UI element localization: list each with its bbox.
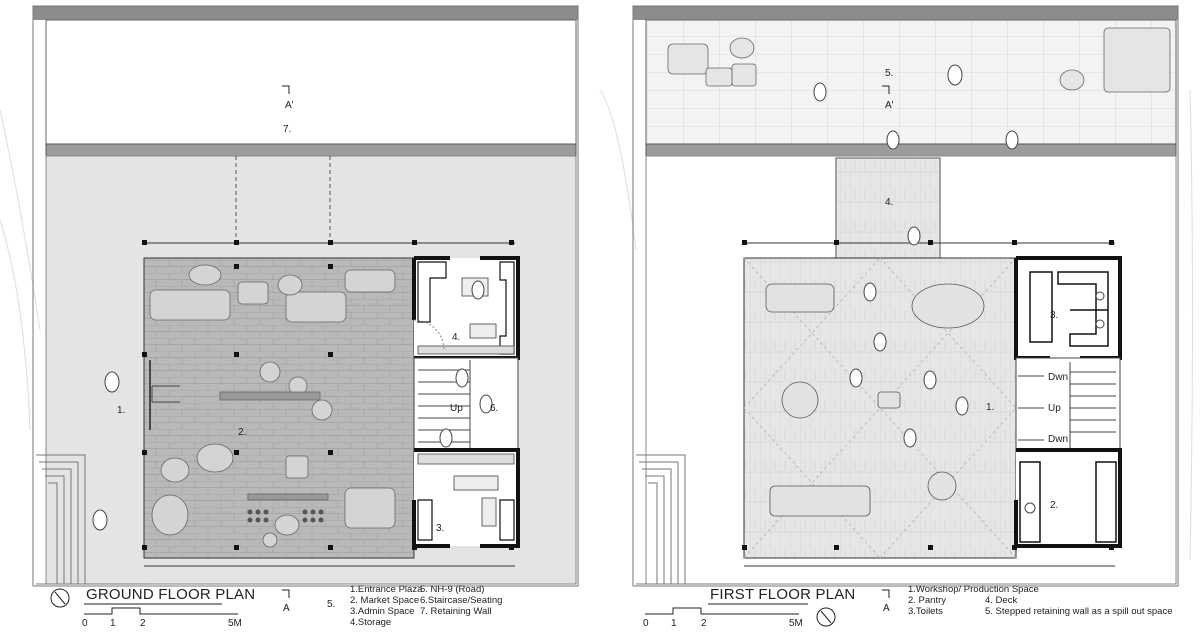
svg-text:0: 0 <box>643 618 649 629</box>
admin-room <box>412 448 520 548</box>
svg-text:4.Storage: 4.Storage <box>350 617 391 628</box>
ff-scale-bar: 0 1 2 5M <box>643 607 803 629</box>
ff-label-pantry: 2. <box>1050 500 1058 511</box>
gf-stair-up: Up <box>450 403 463 414</box>
people-figures-ff <box>813 64 1019 448</box>
gf-label-market-space: 2. <box>238 427 246 438</box>
svg-text:3.Toilets: 3.Toilets <box>908 606 943 617</box>
ff-label-deck: 4. <box>885 197 893 208</box>
ff-legend: 1.Workshop/ Production Space 2. Pantry 3… <box>908 584 1172 617</box>
gf-legend: 1.Entrance Plaza 2. Market Space 3.Admin… <box>350 584 502 628</box>
toilets <box>1014 256 1122 360</box>
stepped-wall <box>36 454 150 585</box>
gf-label-staircase: 6. <box>490 403 498 414</box>
produce-crates <box>247 509 324 523</box>
gf-label-entrance-plaza: 1. <box>117 405 125 416</box>
workshop-tables <box>765 283 985 517</box>
gf-label-retaining-wall: 7. <box>283 124 291 135</box>
road-edge-wall <box>33 6 578 20</box>
north-arrow <box>50 588 70 608</box>
gf-label-storage: 4. <box>452 332 460 343</box>
stepped-wall-ff <box>636 454 750 585</box>
ground-floor-plan <box>0 5 579 587</box>
ff-label-workshop: 1. <box>986 402 994 413</box>
gf-label-admin: 3. <box>436 523 444 534</box>
ff-section-mark-bottom: A <box>883 603 890 614</box>
ff-stair-down-1: Dwn <box>1048 372 1068 383</box>
gf-label-road: 5. <box>327 599 335 610</box>
people-figures <box>92 280 493 531</box>
ff-stair-up: Up <box>1048 403 1061 414</box>
retaining-wall <box>45 143 577 157</box>
gf-scale-bar: 0 1 2 5M <box>82 607 242 629</box>
first-floor-staircase <box>1015 357 1121 451</box>
svg-text:2. Market Space: 2. Market Space <box>350 595 419 606</box>
north-arrow-ff <box>816 607 836 627</box>
section-marker-top-ff <box>882 85 890 94</box>
road-area <box>45 19 577 145</box>
section-marker-top <box>282 85 290 94</box>
first-floor-plan <box>599 5 1193 587</box>
gf-section-mark-top: A' <box>285 100 294 111</box>
ff-label-toilets: 3. <box>1050 310 1058 321</box>
svg-text:1.Entrance Plaza: 1.Entrance Plaza <box>350 584 423 595</box>
road-edge-wall-ff <box>633 6 1178 20</box>
svg-text:5M: 5M <box>789 618 803 629</box>
ff-label-stepped-wall: 5. <box>885 68 893 79</box>
svg-text:4. Deck: 4. Deck <box>985 595 1017 606</box>
svg-text:6.Staircase/Seating: 6.Staircase/Seating <box>420 595 502 606</box>
svg-text:2: 2 <box>140 618 146 629</box>
storage-room <box>412 256 520 360</box>
deck-bridge <box>835 157 941 259</box>
market-stalls <box>149 264 396 548</box>
deck-mats <box>667 27 1171 93</box>
gf-title: GROUND FLOOR PLAN <box>86 586 255 603</box>
svg-text:5M: 5M <box>228 618 242 629</box>
ff-stair-down-2: Dwn <box>1048 434 1068 445</box>
svg-text:2. Pantry: 2. Pantry <box>908 595 946 606</box>
svg-text:5. NH-9 (Road): 5. NH-9 (Road) <box>420 584 484 595</box>
svg-text:0: 0 <box>82 618 88 629</box>
svg-text:1: 1 <box>671 618 677 629</box>
pantry <box>1014 448 1122 548</box>
svg-text:5. Stepped retaining wall as: 5. Stepped retaining wall as a spill out… <box>985 606 1172 617</box>
svg-text:1.Workshop/ Production Space: 1.Workshop/ Production Space <box>908 584 1039 595</box>
ff-section-mark-top: A' <box>885 100 894 111</box>
svg-text:2: 2 <box>701 618 707 629</box>
svg-text:1: 1 <box>110 618 116 629</box>
svg-text:3.Admin Space: 3.Admin Space <box>350 606 414 617</box>
svg-text:7. Retaining Wall: 7. Retaining Wall <box>420 606 491 617</box>
gf-section-mark-bottom: A <box>283 603 290 614</box>
ff-title: FIRST FLOOR PLAN <box>710 586 855 603</box>
